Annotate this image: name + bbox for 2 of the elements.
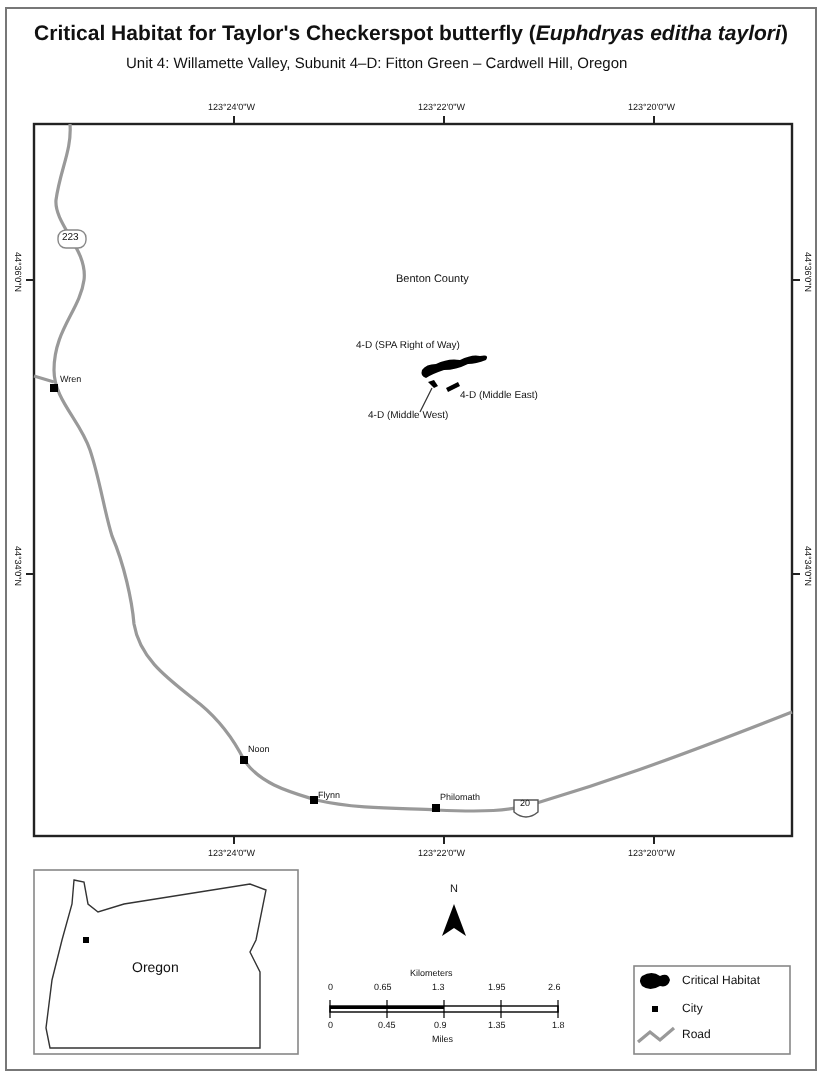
leader-line <box>419 387 433 413</box>
map-title: Critical Habitat for Taylor's Checkerspot butterfly (Euphdryas editha taylori) <box>32 24 790 45</box>
